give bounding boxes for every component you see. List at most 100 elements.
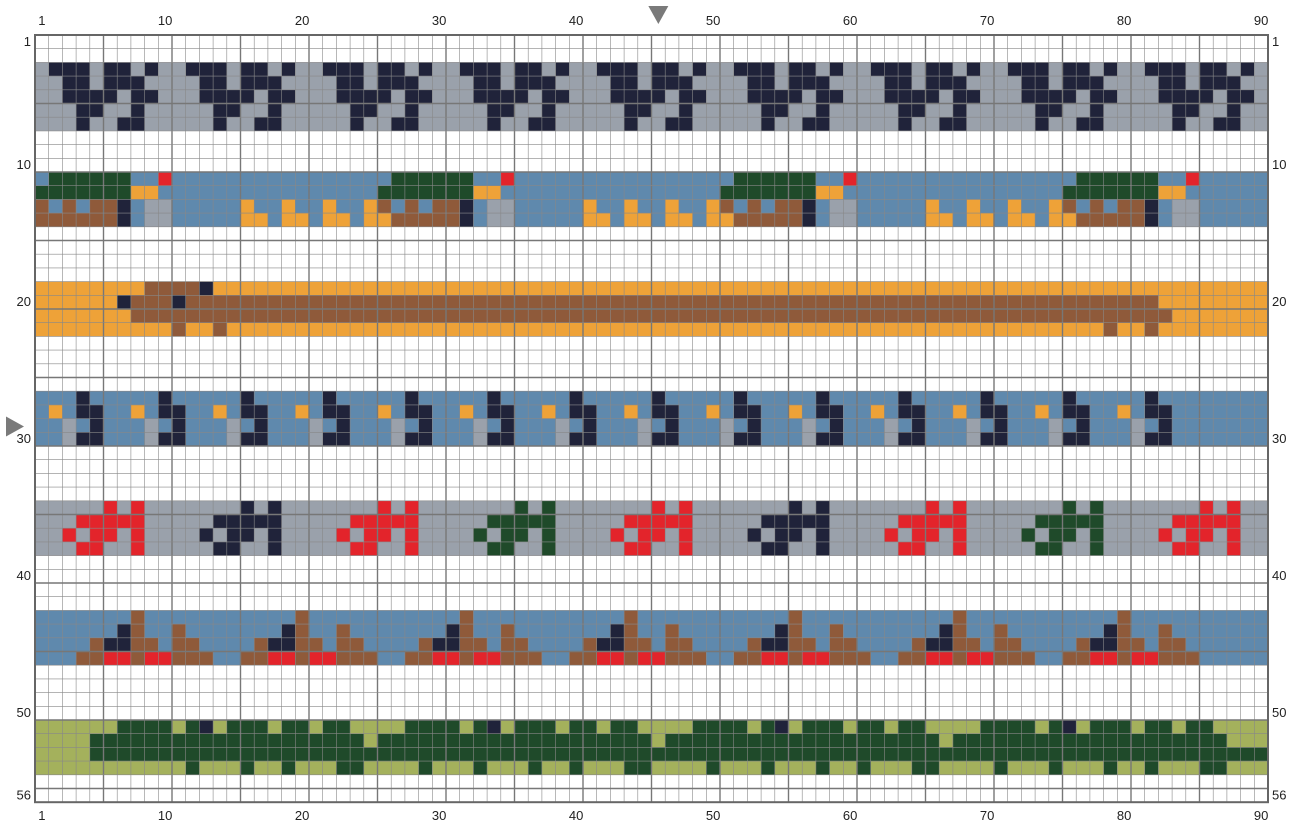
stitch-cell — [1007, 213, 1022, 227]
stitch-cell — [966, 309, 981, 323]
stitch-cell — [1007, 733, 1022, 748]
stitch-cell — [774, 528, 789, 542]
stitch-cell — [541, 528, 556, 542]
stitch-cell — [62, 185, 77, 200]
stitch-cell — [596, 651, 611, 666]
stitch-cell — [487, 747, 501, 762]
stitch-cell — [213, 309, 227, 323]
stitch-cell — [254, 62, 268, 77]
stitch-cell — [309, 418, 323, 433]
stitch-cell — [1007, 720, 1022, 734]
stitch-cell — [569, 651, 583, 666]
stitch-cell — [377, 528, 392, 542]
stitch-cell — [89, 89, 104, 104]
stitch-cell — [1076, 404, 1090, 419]
stitch-cell — [144, 651, 159, 666]
stitch-cell — [815, 391, 830, 405]
stitch-cell — [336, 651, 351, 666]
stitch-cell — [788, 213, 803, 227]
stitch-cell — [1048, 720, 1063, 734]
stitch-cell — [377, 89, 392, 104]
stitch-cell — [980, 213, 994, 227]
stitch-cell — [1048, 733, 1063, 748]
stitch-cell — [994, 651, 1008, 666]
stitch-cell — [1048, 89, 1063, 104]
stitch-cell — [322, 213, 337, 227]
stitch-cell — [1144, 747, 1159, 762]
stitch-cell — [377, 404, 392, 419]
stitch-cell — [1103, 637, 1118, 652]
stitch-cell — [733, 172, 748, 186]
stitch-cell — [952, 500, 967, 515]
stitch-cell — [418, 309, 433, 323]
stitch-cell — [1172, 651, 1186, 666]
stitch-cell — [802, 651, 816, 666]
stitch-cell — [1035, 404, 1049, 419]
stitch-cell — [514, 89, 529, 104]
stitch-cell — [596, 637, 611, 652]
stitch-cell — [473, 295, 488, 309]
stitch-cell — [884, 432, 899, 446]
stitch-cell — [172, 281, 186, 296]
stitch-cell — [1076, 172, 1090, 186]
stitch-cell — [226, 103, 241, 118]
stitch-cell — [158, 733, 172, 748]
stitch-cell — [665, 199, 679, 214]
stitch-cell — [1199, 528, 1214, 542]
stitch-cell — [158, 281, 172, 296]
stitch-cell — [555, 309, 570, 323]
stitch-cell — [76, 651, 90, 666]
stitch-cell — [788, 733, 803, 748]
stitch-cell — [706, 295, 720, 309]
stitch-cell — [637, 89, 652, 104]
stitch-cell — [624, 637, 638, 652]
row-marker-arrow — [6, 416, 24, 437]
stitch-cell — [1089, 541, 1104, 556]
stitch-cell — [254, 213, 268, 227]
stitch-cell — [473, 528, 488, 542]
stitch-cell — [528, 117, 542, 131]
stitch-cell — [391, 309, 405, 323]
stitch-cell — [720, 185, 734, 200]
stitch-cell — [596, 309, 611, 323]
stitch-cell — [802, 76, 816, 90]
stitch-cell — [1021, 62, 1036, 77]
stitch-cell — [884, 76, 899, 90]
stitch-cell — [898, 391, 912, 405]
stitch-cell — [774, 309, 789, 323]
stitch-cell — [555, 295, 570, 309]
stitch-cell — [89, 103, 104, 118]
stitch-cell — [610, 295, 625, 309]
stitch-cell — [336, 747, 351, 762]
stitch-cell — [528, 62, 542, 77]
stitch-cell — [761, 761, 775, 775]
stitch-cell — [322, 747, 337, 762]
stitch-cell — [761, 541, 775, 556]
stitch-cell — [117, 514, 131, 529]
stitch-cell — [158, 295, 172, 309]
stitch-cell — [1172, 103, 1186, 118]
stitch-cell — [637, 761, 652, 775]
stitch-cell — [103, 199, 118, 214]
stitch-cell — [994, 761, 1008, 775]
stitch-cell — [1103, 309, 1118, 323]
stitch-cell — [1131, 651, 1145, 666]
stitch-cell — [637, 733, 652, 748]
stitch-cell — [199, 295, 214, 309]
stitch-cell — [815, 103, 830, 118]
stitch-cell — [815, 761, 830, 775]
stitch-cell — [1185, 651, 1200, 666]
stitch-cell — [952, 528, 967, 542]
stitch-cell — [925, 213, 940, 227]
stitch-cell — [130, 733, 145, 748]
stitch-cell — [747, 309, 762, 323]
stitch-cell — [377, 76, 392, 90]
stitch-cell — [596, 213, 611, 227]
stitch-cell — [555, 733, 570, 748]
stitch-cell — [1103, 185, 1118, 200]
stitch-cell — [1172, 89, 1186, 104]
stitch-cell — [432, 172, 446, 186]
stitch-cell — [117, 185, 131, 200]
stitch-cell — [665, 213, 679, 227]
stitch-cell — [213, 514, 227, 529]
